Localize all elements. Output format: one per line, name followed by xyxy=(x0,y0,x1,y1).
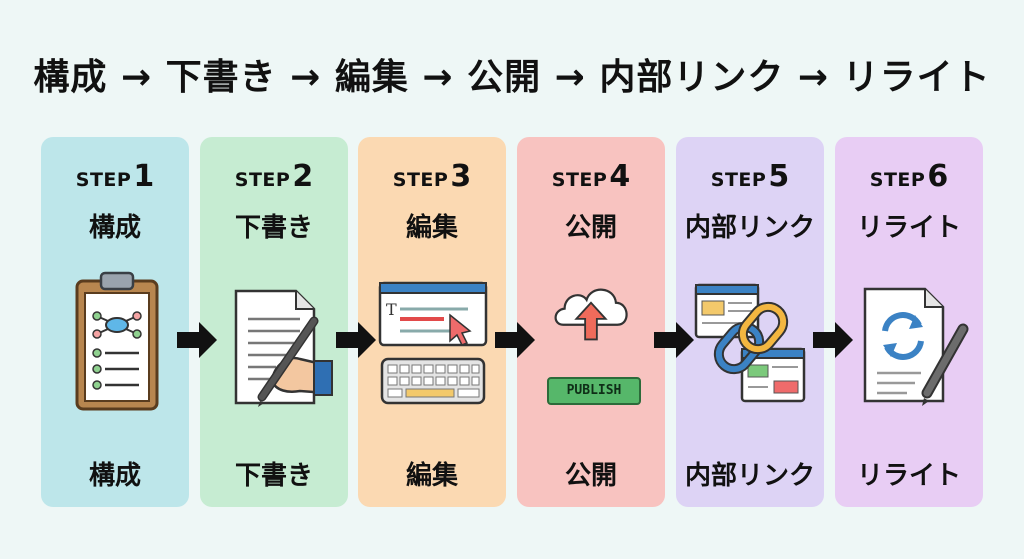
step-card-6: STEP6 リライト リライト xyxy=(835,137,983,507)
step-footer-5: 内部リンク xyxy=(684,461,815,491)
right-arrow-icon xyxy=(813,322,853,358)
step-label-2: STEP2 xyxy=(234,159,314,194)
chain-link-icon xyxy=(694,283,806,403)
step-footer-2: 下書き xyxy=(234,461,313,491)
step-name-4: 公開 xyxy=(564,213,617,243)
right-arrow-icon xyxy=(336,322,376,358)
step-name-2: 下書き xyxy=(234,213,313,243)
step-name-6: リライト xyxy=(856,213,961,243)
step-footer-1: 構成 xyxy=(88,461,141,491)
refresh-document-icon xyxy=(863,287,969,406)
step-card-1: STEP1 構成 構成 xyxy=(41,137,189,507)
step-label-5: STEP5 xyxy=(710,159,790,194)
right-arrow-icon xyxy=(654,322,694,358)
right-arrow-icon xyxy=(495,322,535,358)
document-pen-icon xyxy=(234,289,333,407)
step-label-4: STEP4 xyxy=(551,159,631,194)
step-footer-6: リライト xyxy=(856,461,961,491)
step-card-2: STEP2 下書き 下書き xyxy=(200,137,348,507)
step-card-4: STEP4 公開 PUBLISH 公開 xyxy=(517,137,665,507)
step-name-5: 内部リンク xyxy=(684,213,815,243)
publish-badge: PUBLISH xyxy=(547,377,641,405)
step-label-3: STEP3 xyxy=(392,159,472,194)
step-footer-4: 公開 xyxy=(564,461,617,491)
step-card-5: STEP5 内部リンク 内部リンク xyxy=(676,137,824,507)
step-card-3: STEP3 編集 T 編集 xyxy=(358,137,506,507)
step-name-3: 編集 xyxy=(405,213,458,243)
svg-text:T: T xyxy=(386,300,397,319)
step-label-6: STEP6 xyxy=(869,159,949,194)
cloud-upload-icon xyxy=(554,288,628,341)
step-label-1: STEP1 xyxy=(75,159,155,194)
step-footer-3: 編集 xyxy=(405,461,458,491)
flow-title: 構成 → 下書き → 編集 → 公開 → 内部リンク → リライト xyxy=(33,57,991,98)
editor-keyboard-icon: T xyxy=(378,281,488,405)
right-arrow-icon xyxy=(177,322,217,358)
step-name-1: 構成 xyxy=(88,213,141,243)
clipboard-icon xyxy=(75,271,159,411)
